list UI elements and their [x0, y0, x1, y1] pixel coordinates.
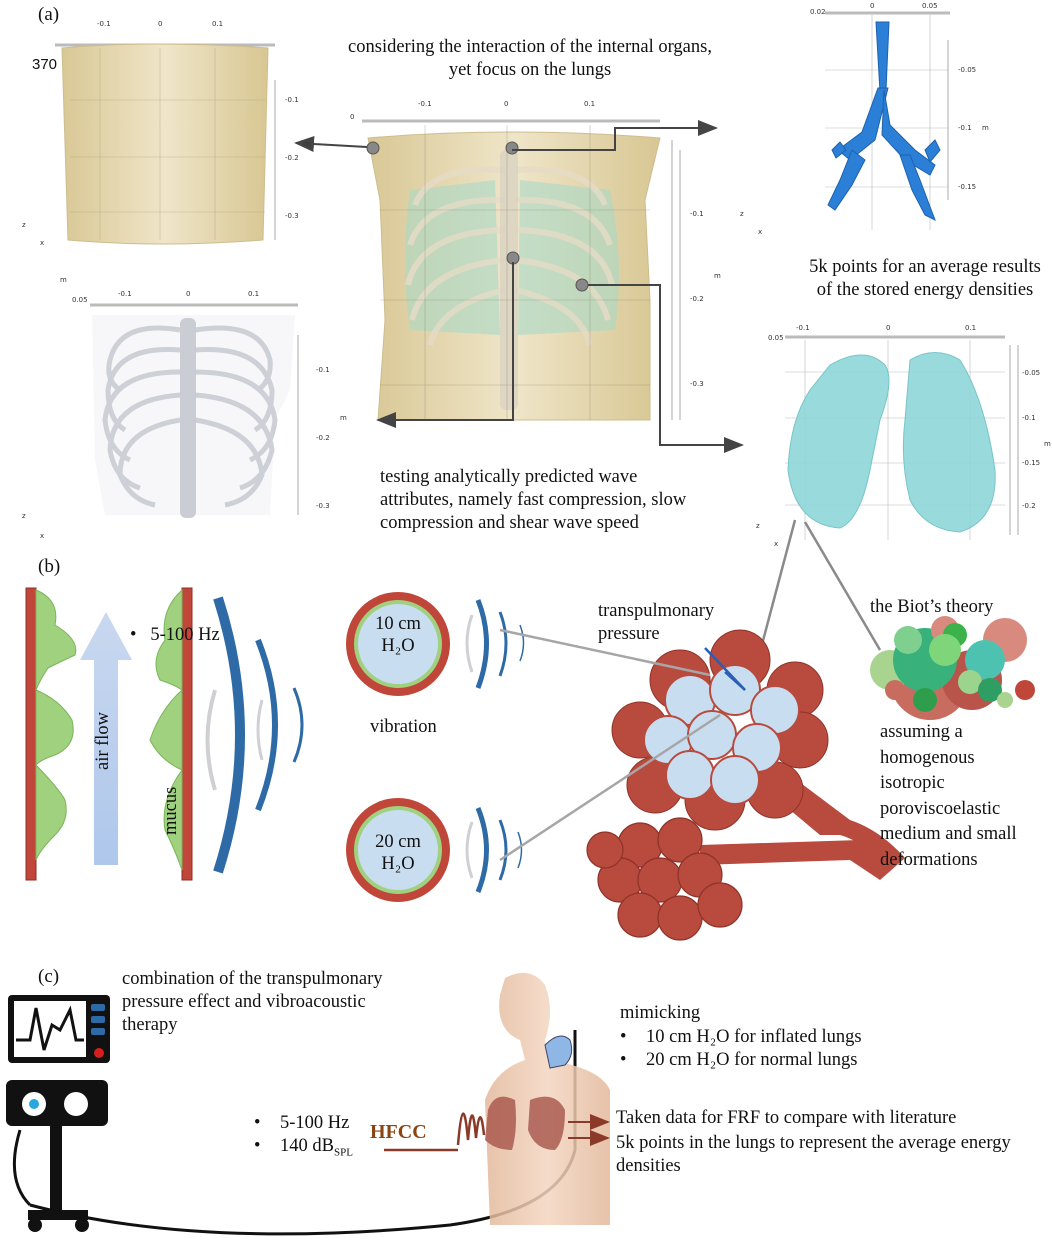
tick: -0.1 [285, 96, 299, 104]
axis-x: x [758, 228, 763, 236]
unit-m: m [340, 414, 347, 422]
tick: 0 [158, 20, 163, 28]
label-370: 370 [32, 56, 58, 73]
unit-m: m [714, 272, 721, 280]
axis-x: x [40, 239, 45, 247]
tick: -0.1 [958, 124, 972, 132]
tick: -0.2 [316, 434, 330, 442]
output-energy: 5k points in the lungs to represent the … [616, 1133, 1011, 1176]
caption-energy: 5k points for an average results of the … [809, 257, 1041, 300]
panel-label-c: (c) [38, 966, 60, 987]
unit-m: m [60, 276, 67, 284]
tick: 0 [186, 290, 191, 298]
tick: -0.1 [97, 20, 111, 28]
tick: 0.02 [810, 8, 826, 16]
biot-porous-medium [870, 616, 1035, 720]
combination-label: combination of the transpulmonary pressu… [122, 969, 383, 1035]
tick: -0.1 [796, 324, 810, 332]
unit-m: m [982, 124, 989, 132]
panel-label-a: (a) [38, 4, 60, 25]
transpulmonary-label: transpulmonary pressure [598, 601, 715, 644]
tick: -0.2 [285, 154, 299, 162]
air-flow-label: air flow [93, 711, 113, 770]
axis-z: z [756, 522, 760, 530]
axis-z: z [22, 221, 26, 229]
alveoli-cluster [586, 629, 905, 941]
tick: 0.1 [965, 324, 977, 332]
unit-m: m [304, 140, 311, 148]
axis-x: x [40, 532, 45, 540]
tick: 0 [504, 100, 509, 108]
tick: 0.05 [922, 2, 938, 10]
tick: 0.1 [212, 20, 224, 28]
tick: 0.1 [584, 100, 596, 108]
airway-model [825, 11, 950, 230]
mimic-item: 20 cm H₂O for normal lungs [620, 1049, 862, 1072]
axis-x: x [774, 540, 779, 548]
tick: 0 [886, 324, 891, 332]
tick: -0.2 [690, 295, 704, 303]
mimic-list: 10 cm H₂O for inflated lungs 20 cm H₂O f… [620, 1026, 862, 1072]
vibration-label: vibration [370, 717, 437, 737]
tick: 0.05 [768, 334, 784, 342]
skin-model-view [55, 43, 276, 245]
stimulus-item: 140 dBSPL [254, 1135, 353, 1165]
tick: -0.3 [285, 212, 299, 220]
axis-z: z [22, 512, 26, 520]
mucus-label: mucus [161, 786, 181, 835]
pressure-circle-10 [346, 592, 525, 696]
axis-z: z [740, 210, 744, 218]
mimic-item: 10 cm H₂O for inflated lungs [620, 1026, 862, 1049]
tick: -0.05 [958, 66, 977, 74]
skeleton-model-view [90, 303, 299, 518]
tick: -0.1 [118, 290, 132, 298]
tick: -0.3 [316, 502, 330, 510]
hfcc-label: HFCC [370, 1121, 427, 1143]
tick: -0.2 [1022, 502, 1036, 510]
hfcc-device [6, 995, 577, 1236]
lungs-model [785, 335, 1019, 540]
unit-m: m [1044, 440, 1051, 448]
caption-wave: testing analytically predicted wave attr… [380, 467, 687, 533]
stimulus-item: 5-100 Hz [254, 1112, 353, 1135]
tick: 0 [870, 2, 875, 10]
biot-label: the Biot’s theory [870, 597, 994, 617]
assumption-label: assuming a homogenous isotropic porovisc… [880, 722, 1017, 870]
mimicking-label: mimicking [620, 1003, 701, 1023]
caption-organs: considering the interaction of the inter… [348, 37, 712, 80]
human-body [384, 972, 610, 1225]
tick: -0.1 [690, 210, 704, 218]
tick: -0.1 [316, 366, 330, 374]
tick: -0.15 [1022, 459, 1041, 467]
panel-label-b: (b) [38, 556, 61, 577]
tick: 0.1 [248, 290, 260, 298]
pressure-circle-20 [346, 798, 523, 902]
tick: -0.1 [418, 100, 432, 108]
tick: -0.3 [690, 380, 704, 388]
tick: 0 [350, 113, 355, 121]
tick: -0.15 [958, 183, 977, 191]
airway-wall-diagram [25, 587, 304, 881]
tick: 0.05 [72, 296, 88, 304]
stimulus-list: 5-100 Hz 140 dBSPL [254, 1112, 353, 1165]
frequency-bullet: • 5-100 Hz [130, 625, 220, 645]
tick: -0.05 [1022, 369, 1041, 377]
torso-organs-model [362, 119, 681, 421]
output-frf: Taken data for FRF to compare with liter… [616, 1108, 957, 1128]
tick: -0.1 [1022, 414, 1036, 422]
